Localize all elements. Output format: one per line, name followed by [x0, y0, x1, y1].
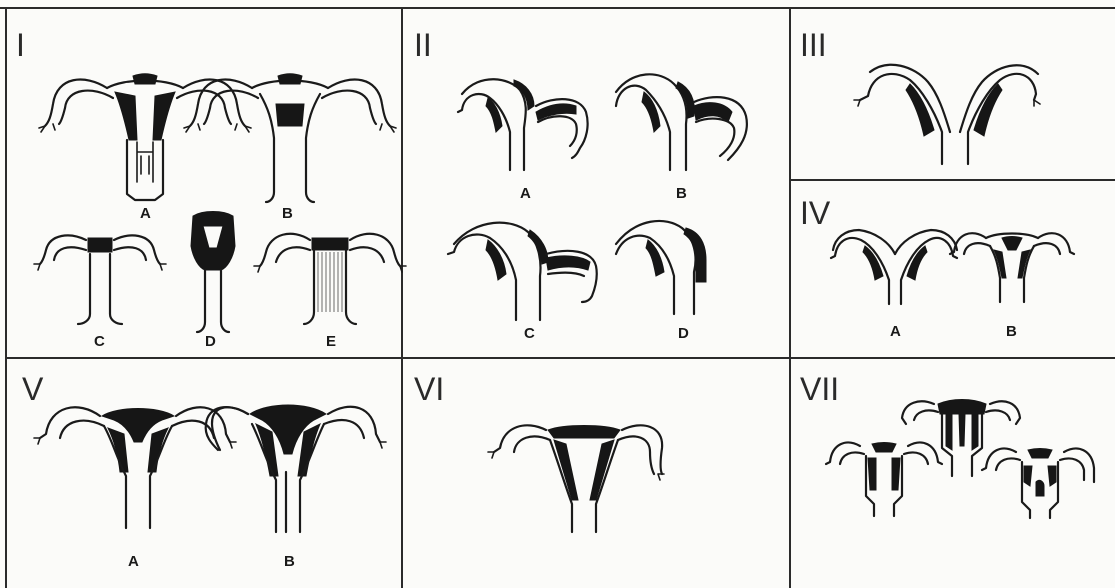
panel-label-vii: VII — [800, 371, 839, 407]
uterus-iv-a — [831, 230, 957, 304]
uterus-vi — [488, 425, 664, 532]
sub-label-v-b: B — [284, 553, 295, 570]
sub-label-ii-b: B — [676, 185, 687, 202]
sub-label-i-c: C — [94, 333, 105, 350]
sub-label-i-a: A — [140, 205, 151, 222]
sub-label-ii-a: A — [520, 185, 531, 202]
uterus-ii-a — [458, 79, 588, 170]
uterus-i-d — [191, 212, 235, 333]
uterus-ii-d — [616, 221, 706, 314]
sub-label-i-d: D — [205, 333, 216, 350]
uterus-vii-right — [982, 449, 1094, 519]
uterus-i-c — [34, 235, 166, 324]
sub-label-iv-a: A — [890, 323, 901, 340]
panel-label-ii: II — [414, 27, 432, 63]
sub-label-v-a: A — [128, 553, 139, 570]
uterus-vii-left — [826, 443, 942, 517]
uterus-iv-b — [950, 233, 1074, 302]
sub-label-iv-b: B — [1006, 323, 1017, 340]
uterus-i-e — [254, 234, 406, 324]
panel-label-v: V — [22, 371, 44, 407]
uterus-v-b — [206, 405, 386, 532]
panel-label-i: I — [16, 27, 25, 63]
uterus-ii-b — [616, 74, 747, 170]
sub-label-ii-c: C — [524, 325, 535, 342]
sub-label-i-b: B — [282, 205, 293, 222]
panel-label-vi: VI — [414, 371, 444, 407]
panel-label-iv: IV — [800, 195, 831, 231]
uterus-ii-c — [448, 223, 597, 320]
sub-label-i-e: E — [326, 333, 336, 350]
uterus-vii-middle — [902, 400, 1020, 477]
sub-label-ii-d: D — [678, 325, 689, 342]
panel-label-iii: III — [800, 27, 827, 63]
uterus-iii — [854, 65, 1040, 164]
